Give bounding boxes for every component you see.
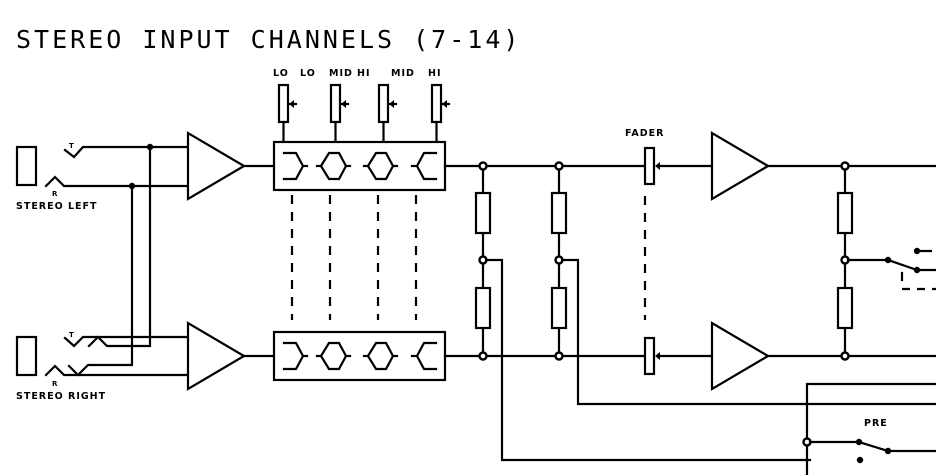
- eq-block-left: [272, 140, 447, 192]
- voltage-divider-3: [836, 161, 854, 361]
- voltage-divider-1: [474, 161, 812, 462]
- aux-bus-wire: [805, 382, 936, 475]
- output-amp-right: [710, 321, 936, 391]
- fader-wiper-arrow-icon: [655, 352, 660, 360]
- fader-label: FADER: [625, 128, 664, 139]
- pot-lo-mid: [329, 83, 350, 144]
- ring-marker: R: [52, 190, 58, 198]
- eq-label-hi-mid-1: HI: [357, 68, 371, 79]
- diagram-title: STEREO INPUT CHANNELS (7-14): [16, 25, 521, 54]
- pot-wiper-arrow-icon: [389, 100, 394, 108]
- voltage-divider-2: [550, 161, 936, 406]
- output-amp-left: [710, 131, 936, 201]
- pot-hi-mid: [377, 83, 398, 144]
- pot-wiper-arrow-icon: [442, 100, 447, 108]
- fader-left: [643, 146, 712, 186]
- pot-lo: [277, 83, 298, 144]
- eq-label-lo-mid-2: MID: [329, 68, 353, 79]
- pot-wiper-arrow-icon: [341, 100, 346, 108]
- ring-marker: R: [52, 380, 58, 388]
- eq-label-lo-mid-1: LO: [300, 68, 316, 79]
- fader-wiper-arrow-icon: [655, 162, 660, 170]
- input-jack-right: T R STEREO RIGHT: [15, 145, 188, 402]
- pot-wiper-arrow-icon: [289, 100, 294, 108]
- pre-label: PRE: [864, 418, 888, 429]
- input-jack-left: T R STEREO LEFT: [15, 142, 188, 212]
- eq-label-hi-mid-2: MID: [391, 68, 415, 79]
- eq-pots: [277, 83, 451, 144]
- eq-gang-links: [290, 195, 418, 320]
- tip-marker: T: [69, 142, 74, 150]
- eq-label-lo: LO: [273, 68, 289, 79]
- pre-switch[interactable]: [802, 437, 936, 464]
- eq-label-hi: HI: [428, 68, 442, 79]
- stereo-right-label: STEREO RIGHT: [16, 391, 106, 402]
- eq-labels: LO LO MID HI MID HI: [273, 68, 442, 79]
- tip-marker: T: [69, 331, 74, 339]
- preamp-right: [186, 321, 276, 391]
- eq-block-right: [272, 330, 447, 382]
- fader-right: [643, 336, 712, 376]
- preamp-left: [186, 131, 276, 201]
- junction-dot: [128, 182, 136, 190]
- pot-hi: [430, 83, 451, 144]
- post-switch[interactable]: [846, 247, 936, 291]
- junction-dot: [146, 143, 154, 151]
- stereo-left-label: STEREO LEFT: [16, 201, 98, 212]
